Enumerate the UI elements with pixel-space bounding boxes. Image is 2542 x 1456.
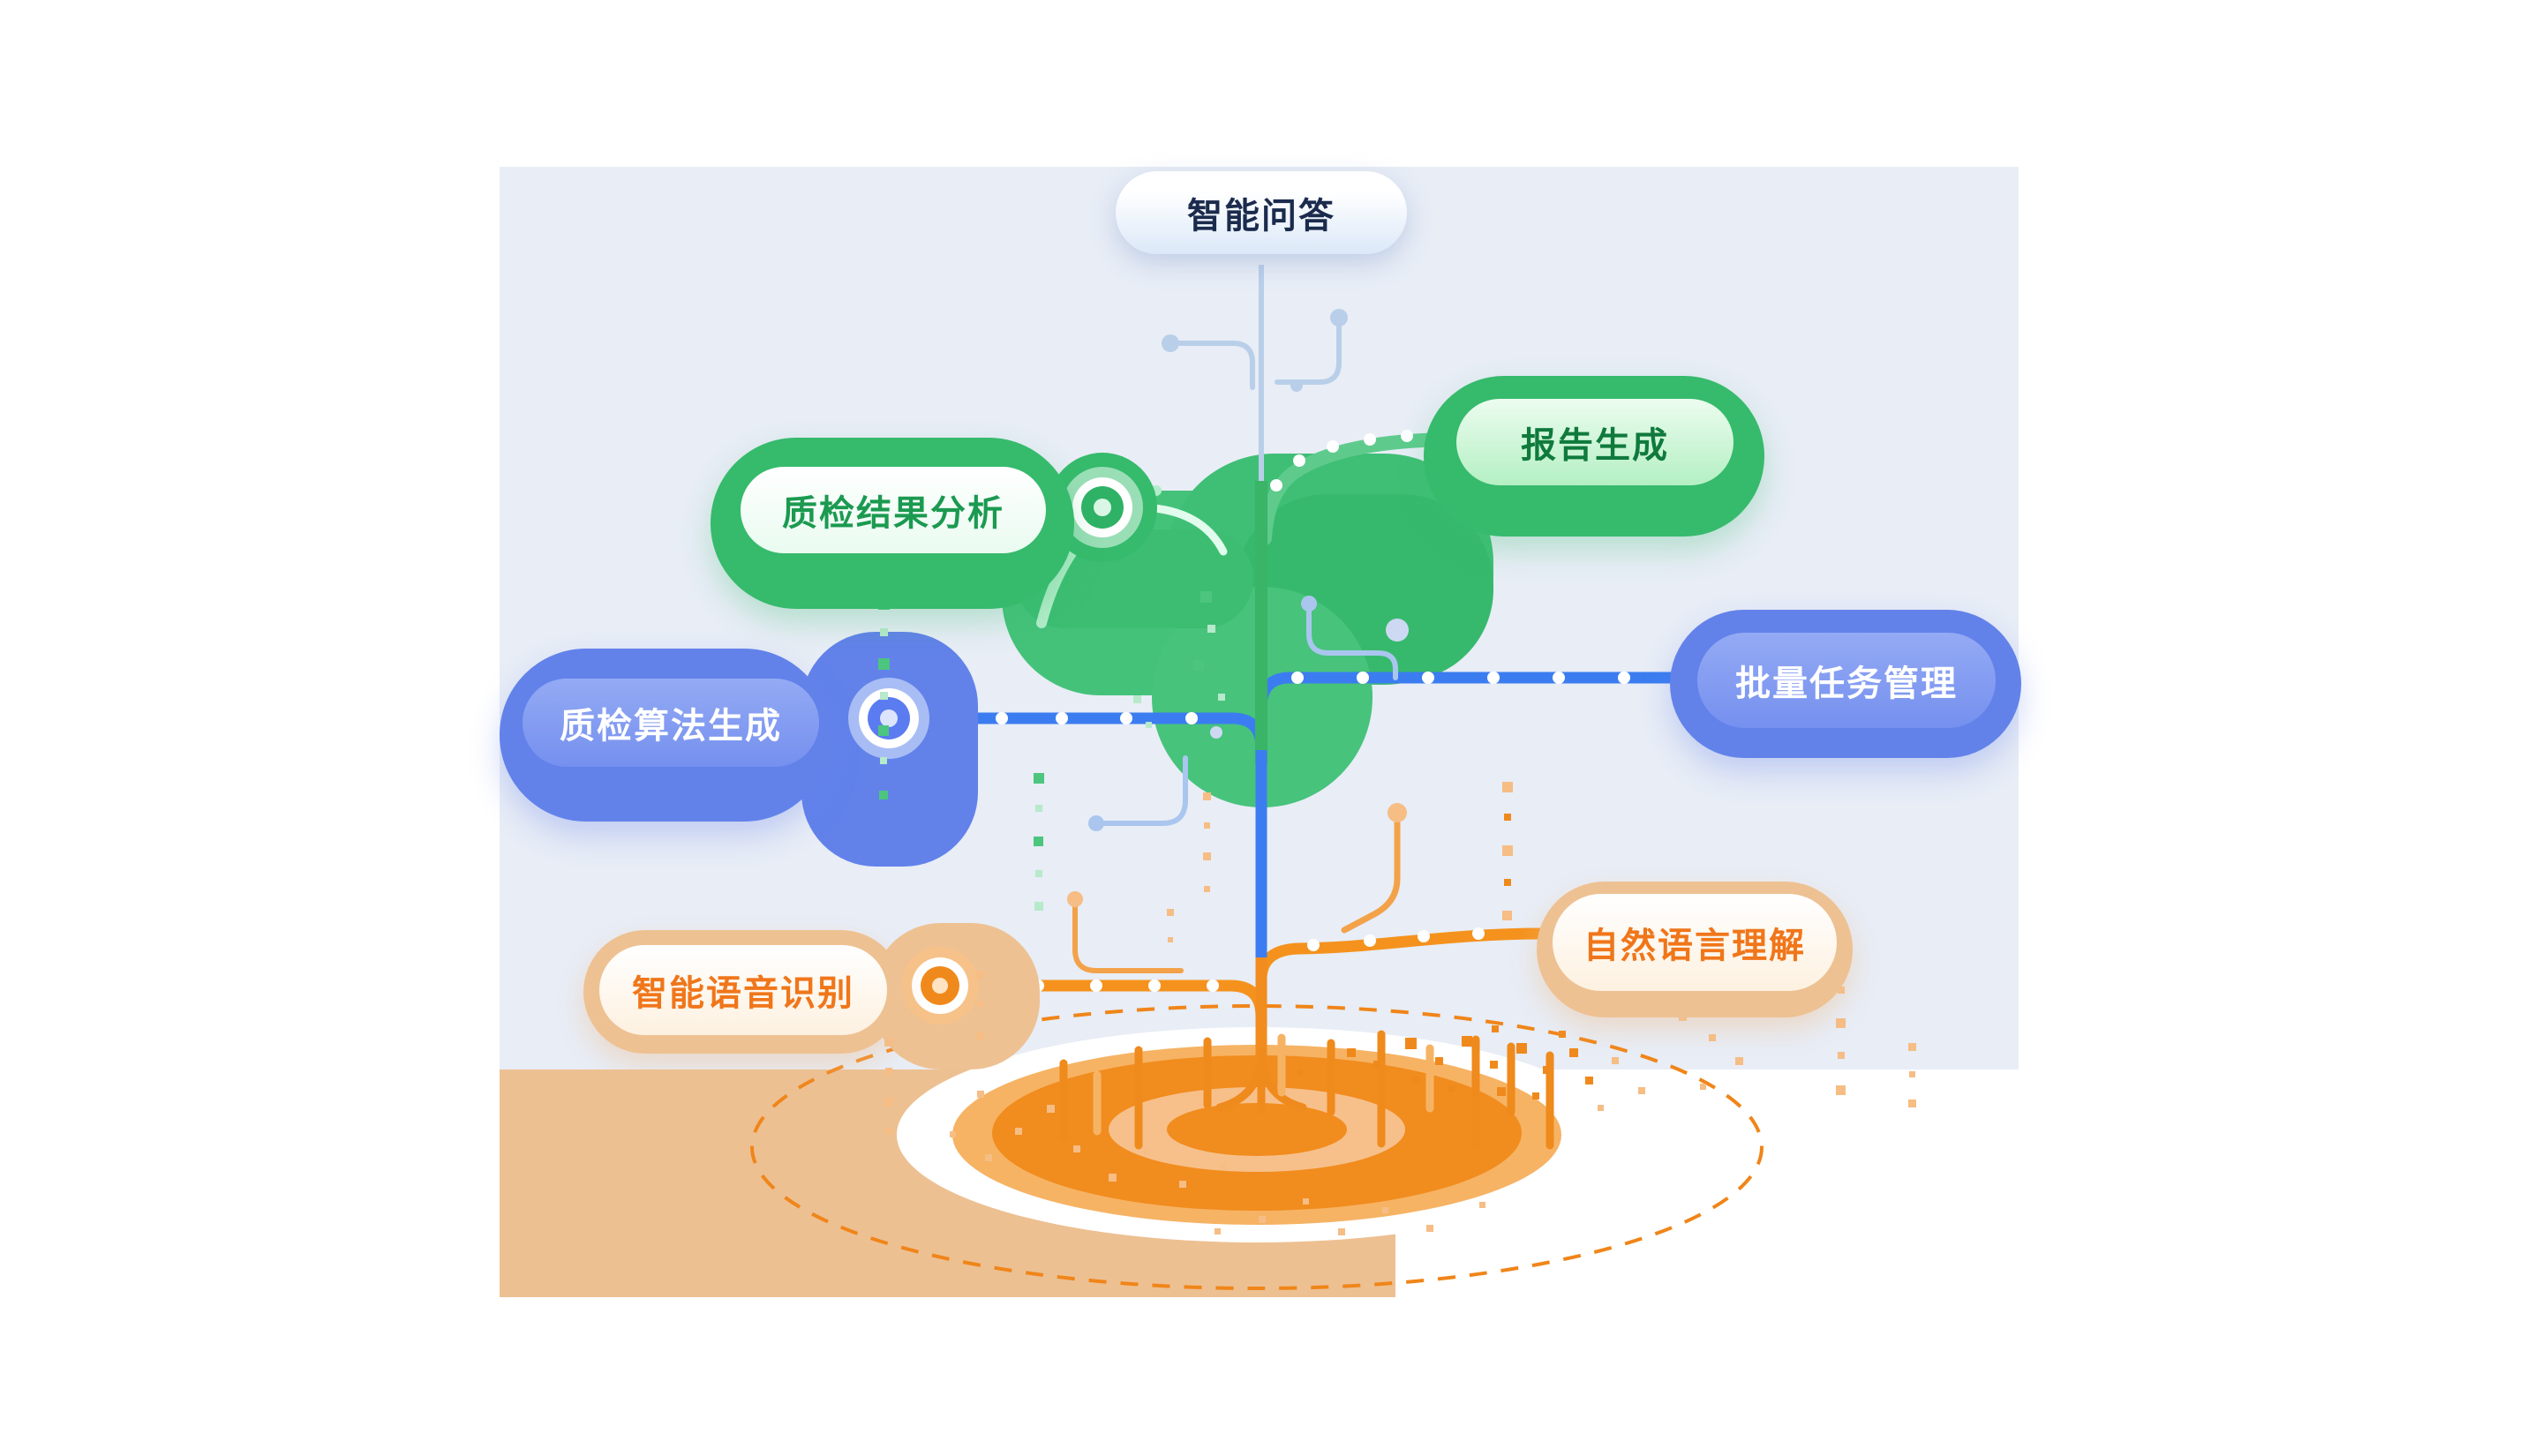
twig-dot [1162,334,1179,352]
orbit-dashed-ellipse [750,1004,1764,1290]
node-asr-label: 智能语音识别 [632,974,854,1013]
node-nlu-label: 自然语言理解 [1583,927,1806,965]
node-qa-label: 智能问答 [1187,197,1335,236]
twig-dot [1290,379,1303,392]
node-qc-algo: 质检算法生成 [523,679,819,767]
top-twigs [1176,323,1342,390]
node-report-label: 报告生成 [1521,426,1669,465]
node-qa: 智能问答 [1116,171,1407,254]
connector-node-green [1062,467,1143,548]
twig-dot [1330,309,1348,326]
branch-nlu [1255,803,1549,986]
connector-node-blue [848,678,929,759]
node-nlu: 自然语言理解 [1553,894,1837,991]
connector-node-orange [901,947,979,1024]
node-batch: 批量任务管理 [1697,633,1996,728]
base-bars [1059,1030,1554,1150]
node-asr: 智能语音识别 [599,945,887,1035]
node-qc-analysis-label: 质检结果分析 [782,494,1004,533]
node-qc-analysis: 质检结果分析 [741,467,1046,553]
node-qc-algo-label: 质检算法生成 [560,707,782,746]
node-report: 报告生成 [1456,399,1734,485]
node-batch-label: 批量任务管理 [1735,664,1958,703]
tree-trunk [1215,265,1307,1115]
